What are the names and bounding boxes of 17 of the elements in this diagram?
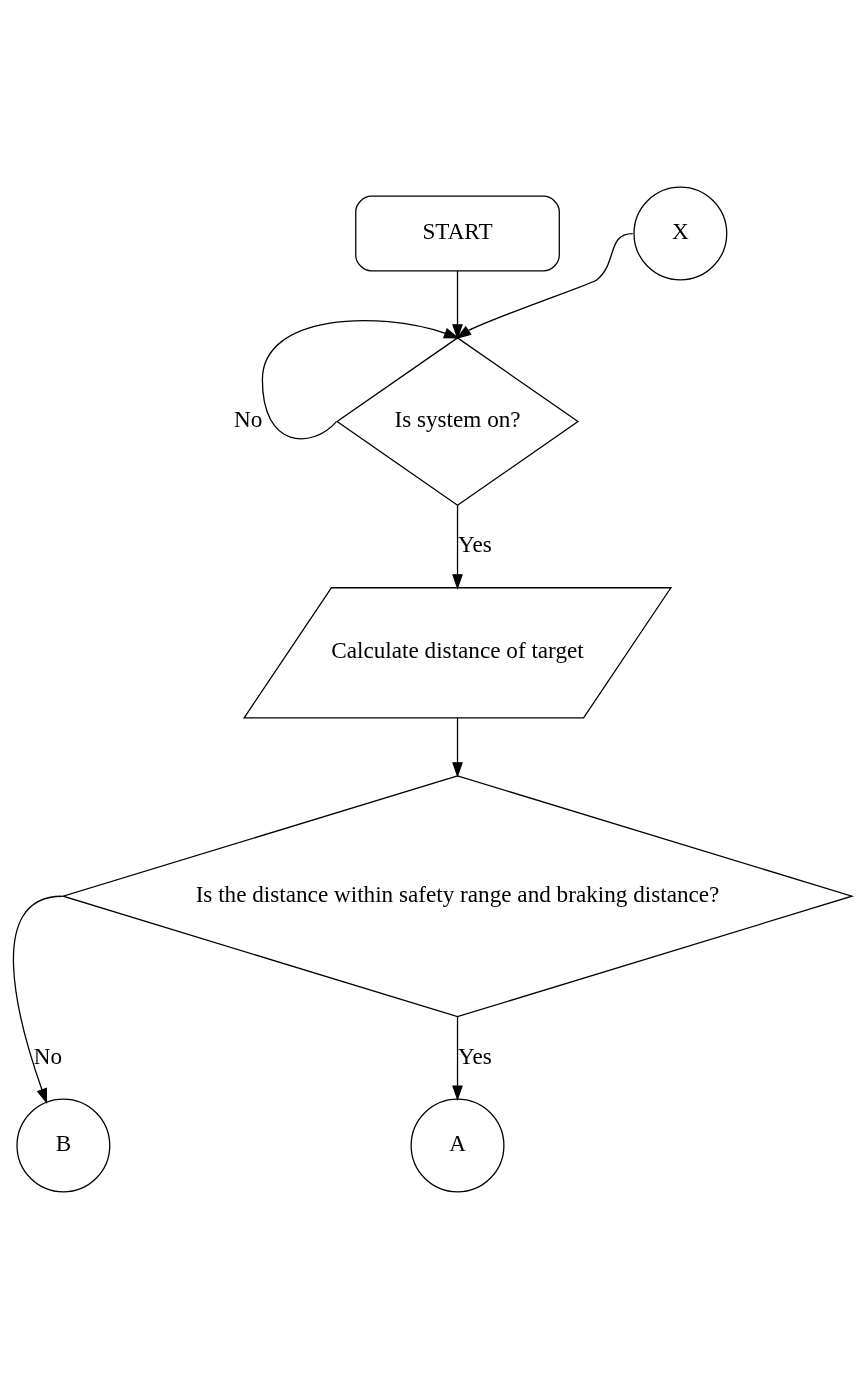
- node-circle: X: [633, 186, 728, 281]
- edge-label: No: [33, 1042, 63, 1069]
- arrow: [455, 232, 634, 339]
- node-diamond: Is the distance within safety range and braking distance?: [60, 775, 855, 1018]
- edge-label: No: [234, 406, 263, 433]
- node-circle: B: [16, 1098, 111, 1193]
- arrow: [452, 270, 463, 340]
- node-circle: A: [410, 1098, 505, 1193]
- node-box: START: [355, 195, 560, 272]
- edge-label: Yes: [458, 531, 492, 558]
- arrow: [12, 895, 63, 1104]
- arrow: [452, 717, 463, 778]
- arrow: [261, 319, 460, 440]
- arrow: [452, 1016, 463, 1101]
- node-diamond: Is system on?: [335, 337, 580, 507]
- edge-label: Yes: [458, 1042, 492, 1069]
- arrow: [452, 504, 463, 590]
